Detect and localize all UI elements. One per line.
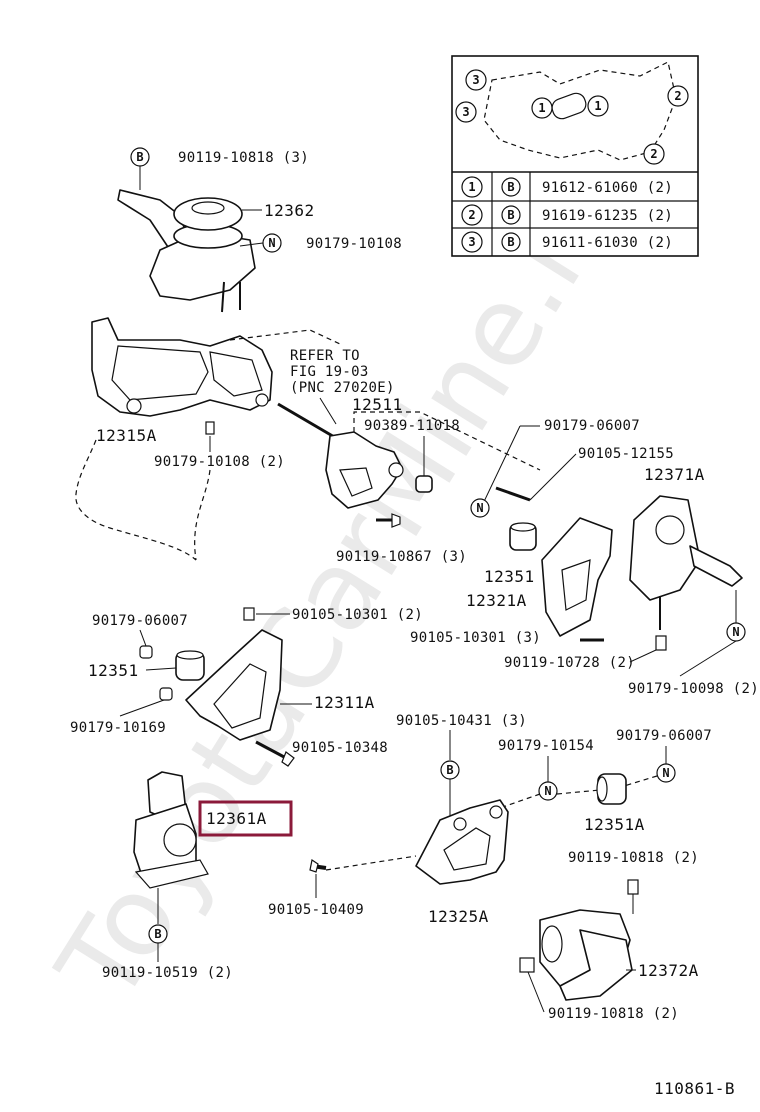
svg-text:B: B	[507, 180, 514, 194]
label-90179-10108: 90179-10108	[306, 236, 402, 252]
label-90179-06007-left: 90179-06007	[92, 613, 188, 629]
mount-12372A	[539, 909, 633, 1001]
svg-text:2: 2	[650, 147, 657, 161]
svg-text:N: N	[268, 236, 275, 250]
label-90389-11018: 90389-11018	[364, 418, 460, 434]
label-90105-10348: 90105-10348	[292, 740, 388, 756]
bushing-12351A	[596, 773, 627, 805]
svg-text:B: B	[154, 927, 161, 941]
nut-bubble-n2: N	[470, 498, 490, 518]
gasket-outline-icon	[483, 61, 677, 161]
label-90105-10431-3: 90105-10431 (3)	[396, 713, 527, 729]
svg-text:91612-61060 (2): 91612-61060 (2)	[542, 180, 673, 196]
label-12315A: 12315A	[96, 426, 157, 445]
svg-text:B: B	[507, 235, 514, 249]
label-90119-10519-2: 90119-10519 (2)	[102, 965, 233, 981]
bracket-12511	[325, 431, 404, 509]
svg-text:1: 1	[594, 99, 601, 113]
legend-callout-2a: 2	[667, 85, 689, 107]
svg-text:N: N	[476, 501, 483, 515]
legend-row-2: 2 B 91619-61235 (2)	[461, 204, 673, 226]
label-90179-10154: 90179-10154	[498, 738, 594, 754]
label-12351-right: 12351	[484, 567, 535, 586]
label-12362: 12362	[264, 201, 315, 220]
diagram-code: 110861-B	[654, 1079, 735, 1098]
svg-text:91611-61030 (2): 91611-61030 (2)	[542, 235, 673, 251]
svg-text:B: B	[446, 763, 453, 777]
nut-bubble-n3: N	[726, 622, 746, 642]
legend-callout-2b: 2	[643, 143, 665, 165]
mount-12361A	[133, 771, 209, 889]
nut-bubble-n5: N	[656, 763, 676, 783]
label-12351A: 12351A	[584, 815, 645, 834]
svg-text:N: N	[662, 766, 669, 780]
highlight-box-12361A	[198, 800, 293, 837]
label-90105-10409: 90105-10409	[268, 902, 364, 918]
label-12311A: 12311A	[314, 693, 375, 712]
legend-row-1: 1 B 91612-61060 (2)	[461, 176, 673, 198]
nut-bubble-n4: N	[538, 781, 558, 801]
label-90179-10169: 90179-10169	[70, 720, 166, 736]
bolt-bubble-b2: B	[148, 924, 168, 944]
bushing-12351-right	[509, 522, 537, 551]
svg-text:91619-61235 (2): 91619-61235 (2)	[542, 208, 673, 224]
bracket-12325A	[415, 799, 509, 885]
engine-mount-12362	[117, 189, 256, 313]
label-90179-06007-bottom: 90179-06007	[616, 728, 712, 744]
svg-text:REFER TO: REFER TO	[290, 348, 360, 364]
svg-text:N: N	[732, 625, 739, 639]
label-12351-left: 12351	[88, 661, 139, 680]
label-90105-10301-3: 90105-10301 (3)	[410, 630, 541, 646]
bolt-bubble-b1: B	[130, 147, 150, 167]
legend-row-3: 3 B 91611-61030 (2)	[461, 231, 673, 253]
legend-callout-1a: 1	[531, 97, 553, 119]
bolt-bubble-b3: B	[440, 760, 460, 780]
label-90179-10108-2: 90179-10108 (2)	[154, 454, 285, 470]
label-12321A: 12321A	[466, 591, 527, 610]
label-90105-12155: 90105-12155	[578, 446, 674, 462]
label-90119-10867-3: 90119-10867 (3)	[336, 549, 467, 565]
label-90179-10098-2: 90179-10098 (2)	[628, 681, 759, 697]
label-12361A: 12361A	[206, 809, 267, 828]
refer-note: REFER TO FIG 19-03 (PNC 27020E)	[290, 348, 395, 396]
svg-text:3: 3	[468, 235, 475, 249]
svg-text:2: 2	[674, 89, 681, 103]
legend-callout-3a: 3	[465, 69, 487, 91]
label-90105-10301-2: 90105-10301 (2)	[292, 607, 423, 623]
svg-text:FIG 19-03: FIG 19-03	[290, 364, 369, 380]
mount-12371A	[629, 495, 743, 630]
label-12371A: 12371A	[644, 465, 705, 484]
label-90119-10818-2-top: 90119-10818 (2)	[568, 850, 699, 866]
svg-text:3: 3	[472, 73, 479, 87]
legend-callout-1b: 1	[587, 95, 609, 117]
label-12372A: 12372A	[638, 961, 699, 980]
svg-text:1: 1	[538, 101, 545, 115]
svg-text:1: 1	[468, 180, 475, 194]
label-12511: 12511	[352, 395, 403, 414]
svg-text:(PNC 27020E): (PNC 27020E)	[290, 380, 395, 396]
svg-text:B: B	[136, 150, 143, 164]
engine-frame-12315A	[91, 317, 273, 417]
svg-text:2: 2	[468, 208, 475, 222]
label-90119-10728-2: 90119-10728 (2)	[504, 655, 635, 671]
nut-bubble-n1: N	[262, 233, 282, 253]
svg-text:N: N	[544, 784, 551, 798]
bushing-12351-left	[175, 650, 205, 681]
label-90119-10818-3: 90119-10818 (3)	[178, 150, 309, 166]
bracket-12311A	[185, 629, 283, 741]
label-12325A: 12325A	[428, 907, 489, 926]
svg-text:3: 3	[462, 105, 469, 119]
legend-callout-3b: 3	[455, 101, 477, 123]
label-90179-06007-right: 90179-06007	[544, 418, 640, 434]
legend-box: 3 3 1 1 2 2 1 B 91612-61060 (2)	[451, 55, 699, 257]
bracket-12321A	[541, 517, 613, 637]
label-90119-10818-2-bottom: 90119-10818 (2)	[548, 1006, 679, 1022]
svg-text:B: B	[507, 208, 514, 222]
